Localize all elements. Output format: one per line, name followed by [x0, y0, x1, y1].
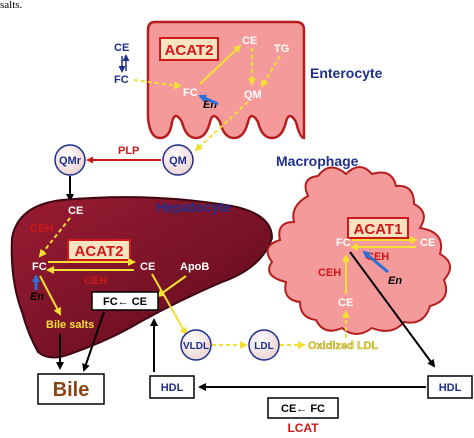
ce-to-vldl-arrow: [151, 273, 187, 336]
fc-to-bile-arrow: [82, 311, 105, 372]
enterocyte-title: Enterocyte: [310, 65, 383, 81]
plp-label: PLP: [118, 145, 139, 157]
acat1-label: ACAT1: [354, 221, 403, 238]
ldl-particle: [248, 329, 280, 361]
en-inhibit-arrow-enterocyte: [198, 94, 219, 106]
hdl-right-label: HDL: [439, 382, 462, 394]
ceh-liver-top-label: CEH: [30, 223, 53, 235]
qmr-particle: [54, 144, 86, 176]
fc-efflux-to-hdl-arrow: [349, 251, 436, 368]
acat1-box: [347, 217, 409, 239]
apob-label: ApoB: [180, 261, 209, 273]
qm-enterocyte-label: QM: [244, 89, 262, 101]
bile-box: [37, 373, 105, 405]
ce-enterocyte-label: CE: [242, 35, 257, 47]
en-liver-label: En: [30, 291, 44, 303]
fc-liver-label: FC: [32, 261, 47, 273]
acat2-enterocyte-box: [159, 37, 219, 61]
fc-outside-label: FC: [114, 74, 129, 86]
ce-fc-box-label: CE← FC: [281, 403, 325, 415]
tg-enterocyte-label: TG: [274, 43, 289, 55]
ce-macrophage-right-label: CE: [420, 237, 435, 249]
macrophage-cell: [266, 166, 451, 335]
hdl-left-box: [149, 375, 195, 399]
qm-particle: [162, 144, 194, 176]
ldl-label: LDL: [254, 341, 273, 352]
ceh-macrophage-left-label: CEH: [318, 267, 341, 279]
ce-liver-top-label: CE: [68, 205, 83, 217]
macrophage-title: Macrophage: [276, 153, 359, 169]
oxidized-ldl-label: Oxidized LDL: [308, 340, 379, 352]
hepatocyte-liver: [10, 196, 274, 359]
acat2-enterocyte-label: ACAT2: [165, 42, 214, 59]
ce-outside-label: CE: [114, 42, 129, 54]
qm-secretion-arrow: [194, 101, 249, 152]
ce-macrophage-bottom-label: CE: [338, 297, 353, 309]
lcat-label: LCAT: [287, 421, 319, 435]
hdl-left-label: HDL: [161, 382, 184, 394]
bile-label: Bile: [53, 379, 90, 401]
fc-uptake-arrow: [133, 79, 182, 90]
tg-to-qm-arrow: [260, 55, 281, 88]
vldl-label: VLDL: [183, 341, 209, 352]
ce-liver-hydrolysis-arrow: [38, 217, 71, 258]
fc-to-ce-arrow-enterocyte: [199, 44, 242, 85]
ce-fc-box: [267, 397, 339, 419]
ce-liver-right-label: CE: [140, 261, 155, 273]
fc-enterocyte-label: FC: [183, 87, 198, 99]
fc-macrophage-label: FC: [336, 237, 351, 249]
acat2-liver-label: ACAT2: [75, 243, 124, 260]
en-macrophage-label: En: [388, 275, 402, 287]
bile-salts-label: Bile salts: [46, 319, 94, 331]
fc-ce-box: [91, 291, 159, 311]
ceh-liver-mid-label: CEH: [84, 275, 107, 287]
qm-blood-label: QM: [169, 155, 187, 167]
qmr-label: QMr: [59, 155, 82, 167]
fc-ce-box-label: FC← CE: [103, 296, 147, 308]
caption-fragment: salts.: [0, 0, 23, 11]
fc-to-bile-salts-arrow: [39, 275, 61, 316]
hdl-right-box: [427, 375, 473, 399]
hepatocyte-title: Hepatocyte: [156, 199, 232, 215]
vldl-particle: [180, 329, 212, 361]
acat2-liver-box: [67, 239, 131, 261]
en-inhibit-arrow-macrophage: [362, 250, 389, 274]
